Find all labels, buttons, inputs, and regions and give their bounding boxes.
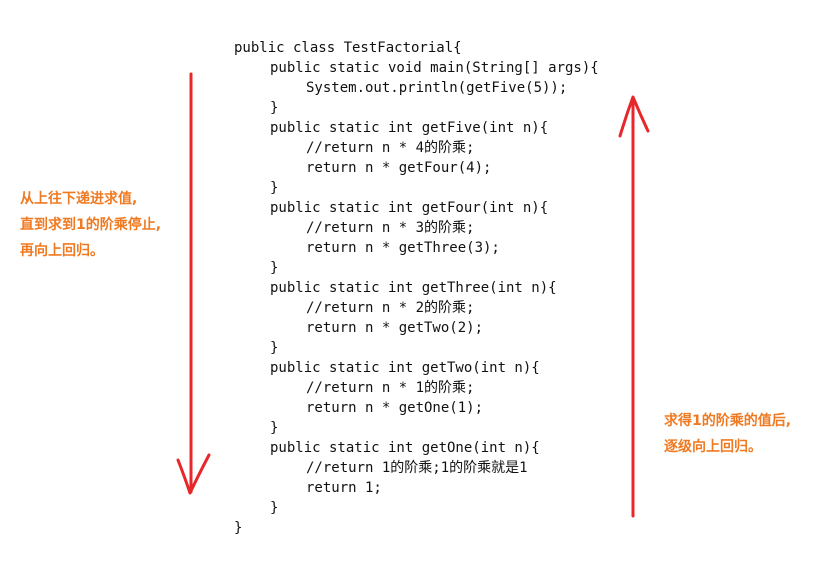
code-line: public static int getFour(int n){: [270, 200, 549, 216]
code-line: //return 1的阶乘;1的阶乘就是1: [306, 460, 528, 476]
code-line: return n * getThree(3);: [306, 240, 500, 256]
code-line: return n * getFour(4);: [306, 160, 492, 176]
code-line: }: [270, 420, 279, 436]
code-line: public class TestFactorial{: [234, 40, 462, 56]
annotation-left: 从上往下递进求值, 直到求到1的阶乘停止, 再向上回归。: [20, 186, 161, 264]
code-line: public static void main(String[] args){: [270, 60, 599, 76]
code-line: //return n * 2的阶乘;: [306, 300, 475, 316]
code-line: public static int getTwo(int n){: [270, 360, 540, 376]
code-line: //return n * 4的阶乘;: [306, 140, 475, 156]
code-line: public static int getOne(int n){: [270, 440, 540, 456]
code-block: public class TestFactorial{ public static…: [234, 38, 599, 538]
annotation-right: 求得1的阶乘的值后, 逐级向上回归。: [664, 408, 791, 460]
code-line: public static int getFive(int n){: [270, 120, 549, 136]
annotation-right-line: 逐级向上回归。: [664, 439, 762, 455]
code-line: }: [270, 180, 279, 196]
code-line: }: [234, 520, 243, 536]
code-line: }: [270, 100, 279, 116]
annotation-left-line: 再向上回归。: [20, 243, 104, 259]
code-line: return n * getOne(1);: [306, 400, 484, 416]
code-line: //return n * 3的阶乘;: [306, 220, 475, 236]
code-line: }: [270, 340, 279, 356]
code-line: }: [270, 260, 279, 276]
down-arrow-icon: [176, 72, 211, 495]
annotation-left-line: 直到求到1的阶乘停止,: [20, 217, 162, 233]
code-line: //return n * 1的阶乘;: [306, 380, 475, 396]
code-line: public static int getThree(int n){: [270, 280, 557, 296]
code-line: }: [270, 500, 279, 516]
annotation-left-line: 从上往下递进求值,: [20, 191, 138, 207]
annotation-right-line: 求得1的阶乘的值后,: [664, 413, 792, 429]
up-arrow-icon: [618, 95, 650, 518]
code-line: return n * getTwo(2);: [306, 320, 484, 336]
code-line: return 1;: [306, 480, 382, 496]
code-line: System.out.println(getFive(5));: [306, 80, 568, 96]
